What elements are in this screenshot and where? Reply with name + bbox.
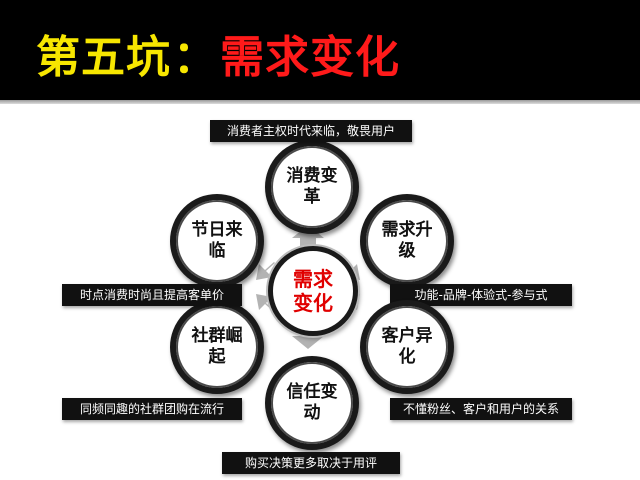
node-customer-differentiation: 客户异 化 [360, 300, 454, 394]
node-label: 社群崛 起 [191, 326, 243, 367]
tag-demand-upgrade: 功能-品牌-体验式-参与式 [390, 284, 572, 306]
title-separator: ： [173, 32, 218, 83]
node-consumption-change: 消费变 革 [265, 140, 359, 234]
page-title: 第五坑：需求变化 [36, 30, 400, 86]
node-label: 消费变 革 [286, 166, 338, 207]
center-label: 需求 变化 [293, 267, 333, 315]
node-label: 信任变 动 [286, 382, 338, 423]
node-label: 需求升 级 [381, 220, 433, 261]
node-label: 客户异 化 [381, 326, 433, 367]
title-part-2: 需求变化 [220, 32, 400, 83]
title-bar [0, 0, 640, 100]
node-holiday: 节日来 临 [170, 194, 264, 288]
title-part-1: 第五坑 [36, 32, 171, 83]
node-label: 节日来 临 [191, 220, 243, 261]
arrow-up [292, 225, 324, 246]
title-divider [0, 100, 640, 104]
tag-consumption-change: 消费者主权时代来临，敬畏用户 [210, 120, 412, 142]
tag-holiday: 时点消费时尚且提高客单价 [62, 284, 242, 306]
node-trust-change: 信任变 动 [265, 356, 359, 450]
tag-community-rise: 同频同趣的社群团购在流行 [62, 398, 242, 420]
center-node-demand-change: 需求 变化 [268, 246, 358, 336]
node-demand-upgrade: 需求升 级 [360, 194, 454, 288]
node-community-rise: 社群崛 起 [170, 300, 264, 394]
tag-trust-change: 购买决策更多取决于用评 [222, 452, 400, 474]
tag-customer-differentiation: 不懂粉丝、客户和用户的关系 [390, 398, 572, 420]
